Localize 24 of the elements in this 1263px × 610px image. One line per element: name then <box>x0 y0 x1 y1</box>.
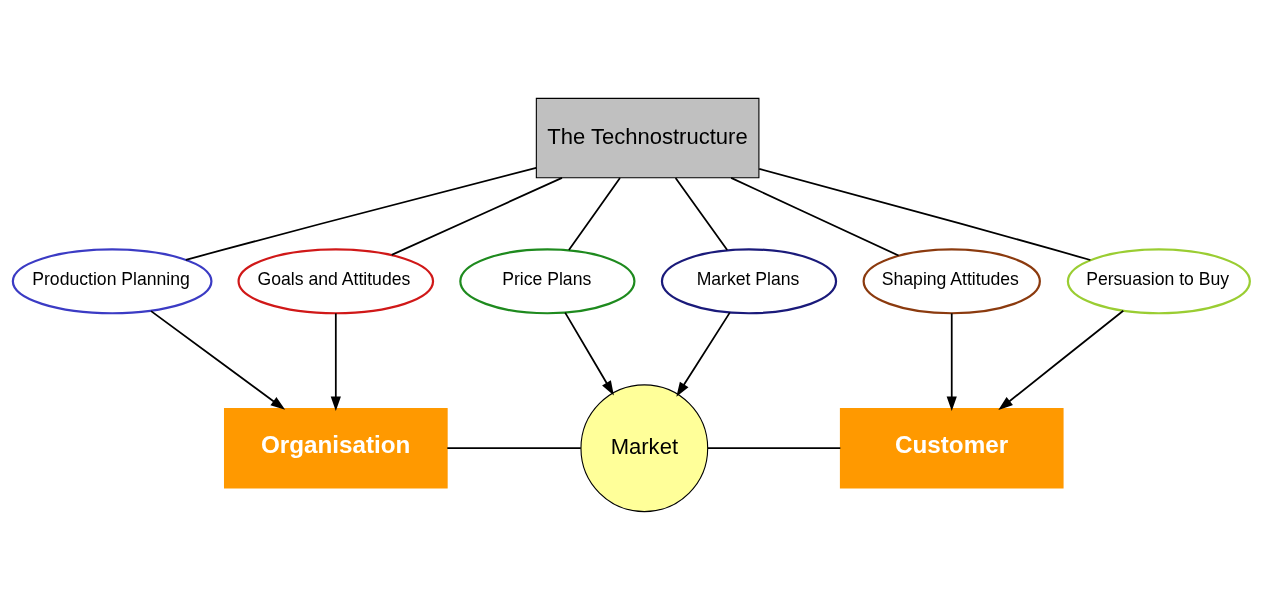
connector <box>390 177 563 256</box>
connector <box>674 177 729 251</box>
node-ellipse: Production Planning <box>11 248 213 315</box>
node-ellipse: Price Plans <box>459 248 636 315</box>
node-ellipse: Market Plans <box>660 248 838 315</box>
connector <box>446 447 582 450</box>
node-ellipse: Shaping Attitudes <box>862 248 1041 315</box>
arrow <box>998 309 1125 411</box>
node-box: The Technostructure <box>535 97 760 179</box>
connector <box>707 447 842 450</box>
node-box: Customer <box>839 408 1064 489</box>
arrow <box>564 311 614 396</box>
node-circle: Market <box>580 384 709 513</box>
arrow <box>330 312 341 412</box>
arrow <box>946 312 957 412</box>
connector <box>730 177 900 257</box>
node-box: Organisation <box>224 408 448 489</box>
node-ellipse: Goals and Attitudes <box>237 248 435 315</box>
node-ellipse: Persuasion to Buy <box>1066 248 1251 315</box>
connector <box>758 168 1092 261</box>
arrow <box>676 311 731 397</box>
arrow <box>150 310 286 410</box>
connector <box>568 177 621 251</box>
connector <box>184 166 538 261</box>
